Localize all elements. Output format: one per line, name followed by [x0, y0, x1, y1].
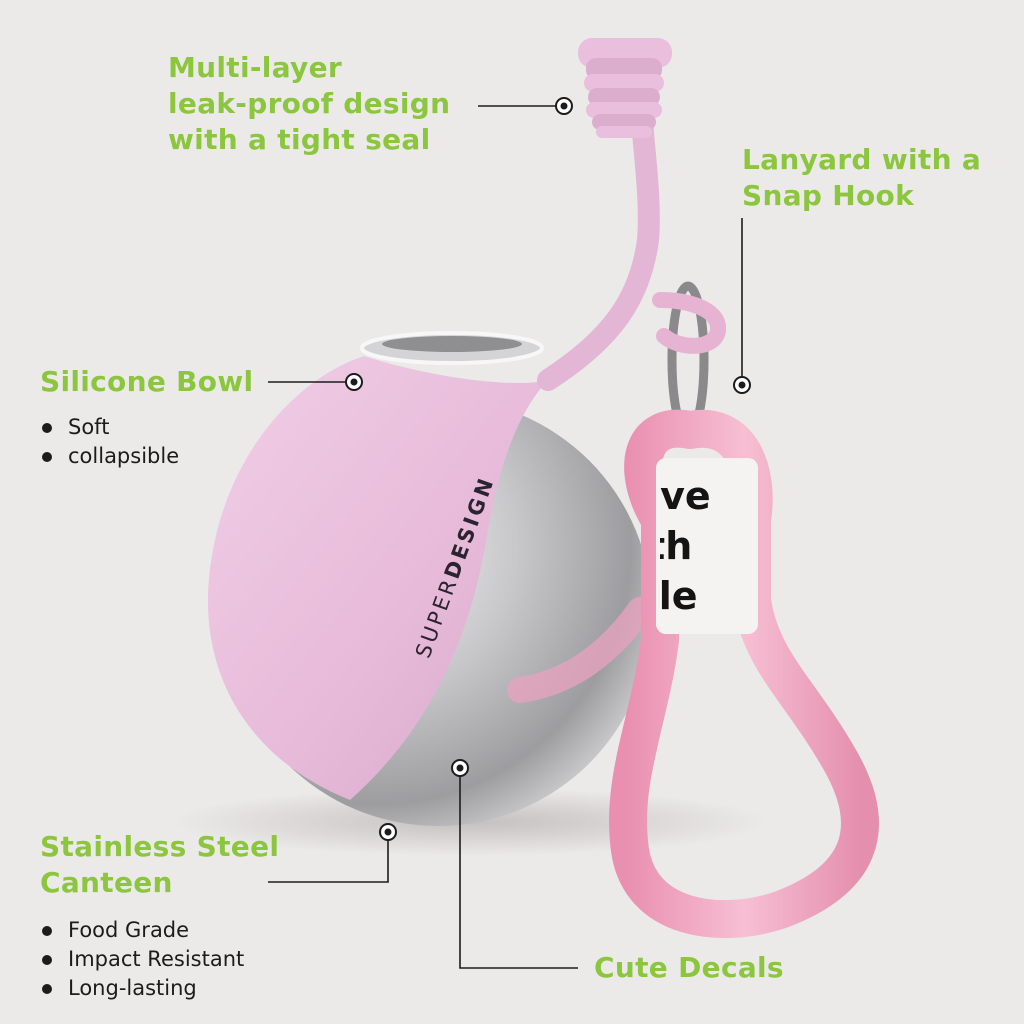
callout-lines [268, 105, 743, 969]
lanyard-loop-pink [652, 292, 726, 354]
callout-seal-line: leak-proof design [168, 87, 451, 120]
decal-tag-line: ove [660, 474, 711, 518]
callout-lanyard: Lanyard with a Snap Hook [742, 142, 981, 214]
target-dot-icon [555, 97, 573, 115]
target-dot-icon [379, 823, 397, 841]
target-dot-icon [733, 376, 751, 394]
silicone-stopper [578, 38, 672, 138]
feature-item: Impact Resistant [40, 945, 244, 974]
feature-item: Food Grade [40, 916, 244, 945]
silicone-bowl [207, 356, 548, 800]
callout-canteen-line: Canteen [40, 866, 173, 899]
callout-lanyard-line: Lanyard with a [742, 143, 982, 176]
reflected-decal [507, 597, 652, 703]
callout-lanyard-line: Snap Hook [742, 179, 915, 212]
callout-decals: Cute Decals [594, 951, 784, 984]
callout-canteen-line: Stainless Steel [40, 830, 280, 863]
feature-item: Long-lasting [40, 974, 244, 1003]
callout-seal-line: Multi-layer [168, 51, 342, 84]
callout-seal: Multi-layer leak-proof design with a tig… [168, 50, 450, 158]
target-dot-icon [451, 759, 469, 777]
feature-item: collapsible [40, 442, 179, 471]
decal-tag-band [656, 458, 758, 634]
feature-item: Soft [40, 413, 179, 442]
callout-bowl-title: Silicone Bowl [40, 365, 254, 398]
bowl-features: Soft collapsible [40, 413, 179, 471]
decal-tag-line: yle [660, 574, 698, 618]
callout-seal-line: with a tight seal [168, 123, 431, 156]
decal-tag-line: ith [660, 524, 693, 568]
callout-canteen-title: Stainless Steel Canteen [40, 829, 279, 901]
target-dot-icon [345, 373, 363, 391]
canteen-features: Food Grade Impact Resistant Long-lasting [40, 916, 244, 1003]
decal-tag: ove ith yle [660, 462, 754, 630]
